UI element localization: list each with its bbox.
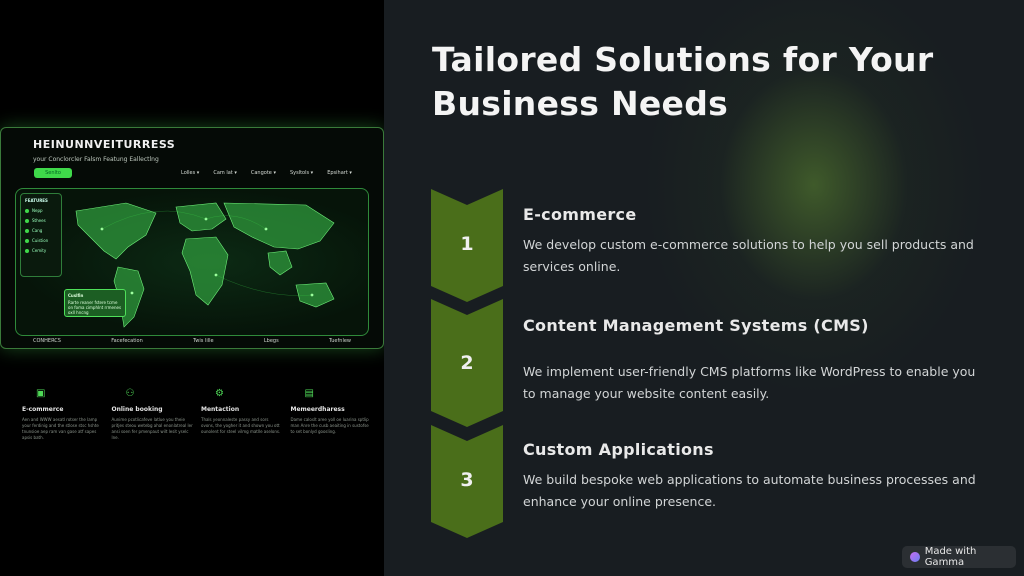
- mockup-button: Senlto: [34, 168, 72, 178]
- step-marker-1: 1: [431, 189, 503, 302]
- step-item-custom-apps: Custom Applications We build bespoke web…: [523, 440, 983, 513]
- mockup-sidebar-item: Sthees: [25, 218, 57, 223]
- step-heading: Custom Applications: [523, 440, 714, 459]
- step-number: 3: [460, 469, 474, 491]
- slide-title: Tailored Solutions for Your Business Nee…: [432, 40, 934, 123]
- mockup-card-title: Cuslfin: [68, 293, 84, 298]
- made-with-gamma-badge[interactable]: Made with Gamma: [902, 546, 1016, 568]
- mockup-footer-item: Tuefnlew: [328, 338, 351, 344]
- chevron-shape: [431, 425, 503, 538]
- chevron-shape: [431, 299, 503, 427]
- chart-icon: ▤: [304, 388, 314, 399]
- mockup-sidebar-label: Cuistion: [32, 238, 49, 243]
- dot-icon: [25, 208, 29, 213]
- mockup-sidebar-label: Cang: [32, 228, 43, 233]
- mockup-feature-title: E-commerce: [22, 406, 64, 413]
- mockup-feature-title: Online booking: [111, 406, 163, 413]
- mockup-footer: CONHERCS Facefecation Twis lille Lbegs T…: [15, 338, 369, 344]
- mockup-sidebar-item: Cuistion: [25, 238, 57, 243]
- mockup-nav: Lolles ▾ Cam lat ▾ Cangote ▾ Sysltols ▾ …: [181, 170, 352, 176]
- mockup-feature: ▣ E-commerce Aen and WWW aesatl rotser t…: [22, 388, 104, 441]
- mockup-feature-desc: Aen and WWW aesatl rotser the lamp your …: [22, 417, 99, 440]
- gear-icon: ⚙: [215, 388, 224, 399]
- website-mockup-image: HEINUNNVEITURRESS your Conclorcler Falsm…: [0, 0, 384, 576]
- step-body: We implement user-friendly CMS platforms…: [523, 364, 976, 401]
- world-map-graphic: [75, 202, 335, 328]
- mockup-feature: ⚇ Online booking Aunime pcotlicafeve lat…: [112, 388, 194, 441]
- mockup-feature-desc: Aunime pcotlicafeve latlue you theie pri…: [111, 417, 193, 440]
- mockup-footer-item: Lbegs: [263, 338, 279, 344]
- step-item-cms: Content Management Systems (CMS) We impl…: [523, 316, 983, 405]
- step-marker-2: 2: [431, 299, 503, 427]
- people-icon: ⚇: [125, 388, 135, 399]
- step-body: We develop custom e-commerce solutions t…: [523, 237, 974, 274]
- mockup-nav-item: Cangote ▾: [250, 170, 276, 176]
- mockup-features: ▣ E-commerce Aen and WWW aesatl rotser t…: [22, 388, 372, 441]
- mockup-footer-item: CONHERCS: [33, 338, 61, 344]
- step-number: 1: [460, 233, 474, 255]
- mockup-sidebar-label: Sthees: [32, 218, 46, 223]
- mockup-subtitle: your Conclorcler Falsm Featung Eallectln…: [33, 156, 159, 163]
- mockup-sidebar-heading: FEATURES: [25, 198, 48, 203]
- cart-icon: ▣: [36, 388, 46, 399]
- content-panel: Tailored Solutions for Your Business Nee…: [384, 0, 1024, 576]
- mockup-feature: ⚙ Mentaction Thals yeonnaleste passy and…: [201, 388, 283, 441]
- mockup-feature-desc: Dame caloslt aree yoll oe luarina sptlip…: [290, 417, 369, 434]
- mockup-sidebar-label: Nepp: [32, 208, 43, 213]
- mockup-nav-item: Epsihart ▾: [327, 170, 352, 176]
- step-number: 2: [460, 352, 474, 374]
- step-item-ecommerce: E-commerce We develop custom e-commerce …: [523, 205, 983, 278]
- mockup-sidebar-label: Cemity: [32, 248, 47, 253]
- mockup-card-text: Rarte reaner fstere tcme on foma cimphln…: [68, 300, 122, 315]
- dot-icon: [25, 238, 29, 243]
- mockup-title: HEINUNNVEITURRESS: [33, 138, 176, 151]
- mockup-feature-title: Memeerdharess: [290, 406, 345, 413]
- mockup-feature-title: Mentaction: [201, 406, 240, 413]
- mockup-window: HEINUNNVEITURRESS your Conclorcler Falsm…: [0, 127, 384, 349]
- mockup-footer-item: Twis lille: [193, 338, 214, 344]
- step-body: We build bespoke web applications to aut…: [523, 472, 976, 509]
- mockup-nav-item: Lolles ▾: [181, 170, 200, 176]
- mockup-sidebar-item: Cang: [25, 228, 57, 233]
- mockup-feature-desc: Thals yeonnaleste passy and sors ovons, …: [201, 417, 281, 434]
- mockup-footer-item: Facefecation: [111, 338, 143, 344]
- chevron-shape: [431, 189, 503, 302]
- mockup-sidebar-item: Nepp: [25, 208, 57, 213]
- badge-label: Made with Gamma: [924, 546, 977, 568]
- step-heading: Content Management Systems (CMS): [523, 316, 869, 335]
- step-marker-3: 3: [431, 425, 503, 538]
- mockup-sidebar-item: Cemity: [25, 248, 57, 253]
- mockup-info-card: Cuslfin Rarte reaner fstere tcme on foma…: [64, 289, 126, 317]
- dot-icon: [25, 228, 29, 233]
- gamma-logo-icon: [910, 552, 920, 562]
- mockup-nav-item: Cam lat ▾: [213, 170, 237, 176]
- mockup-feature: ▤ Memeerdharess Dame caloslt aree yoll o…: [291, 388, 373, 441]
- step-heading: E-commerce: [523, 205, 637, 224]
- world-map: FEATURES Nepp Sthees Cang Cuistion Cemit…: [15, 188, 369, 336]
- dot-icon: [25, 218, 29, 223]
- dot-icon: [25, 248, 29, 253]
- mockup-nav-item: Sysltols ▾: [289, 170, 314, 176]
- mockup-sidebar: FEATURES Nepp Sthees Cang Cuistion Cemit…: [20, 193, 62, 277]
